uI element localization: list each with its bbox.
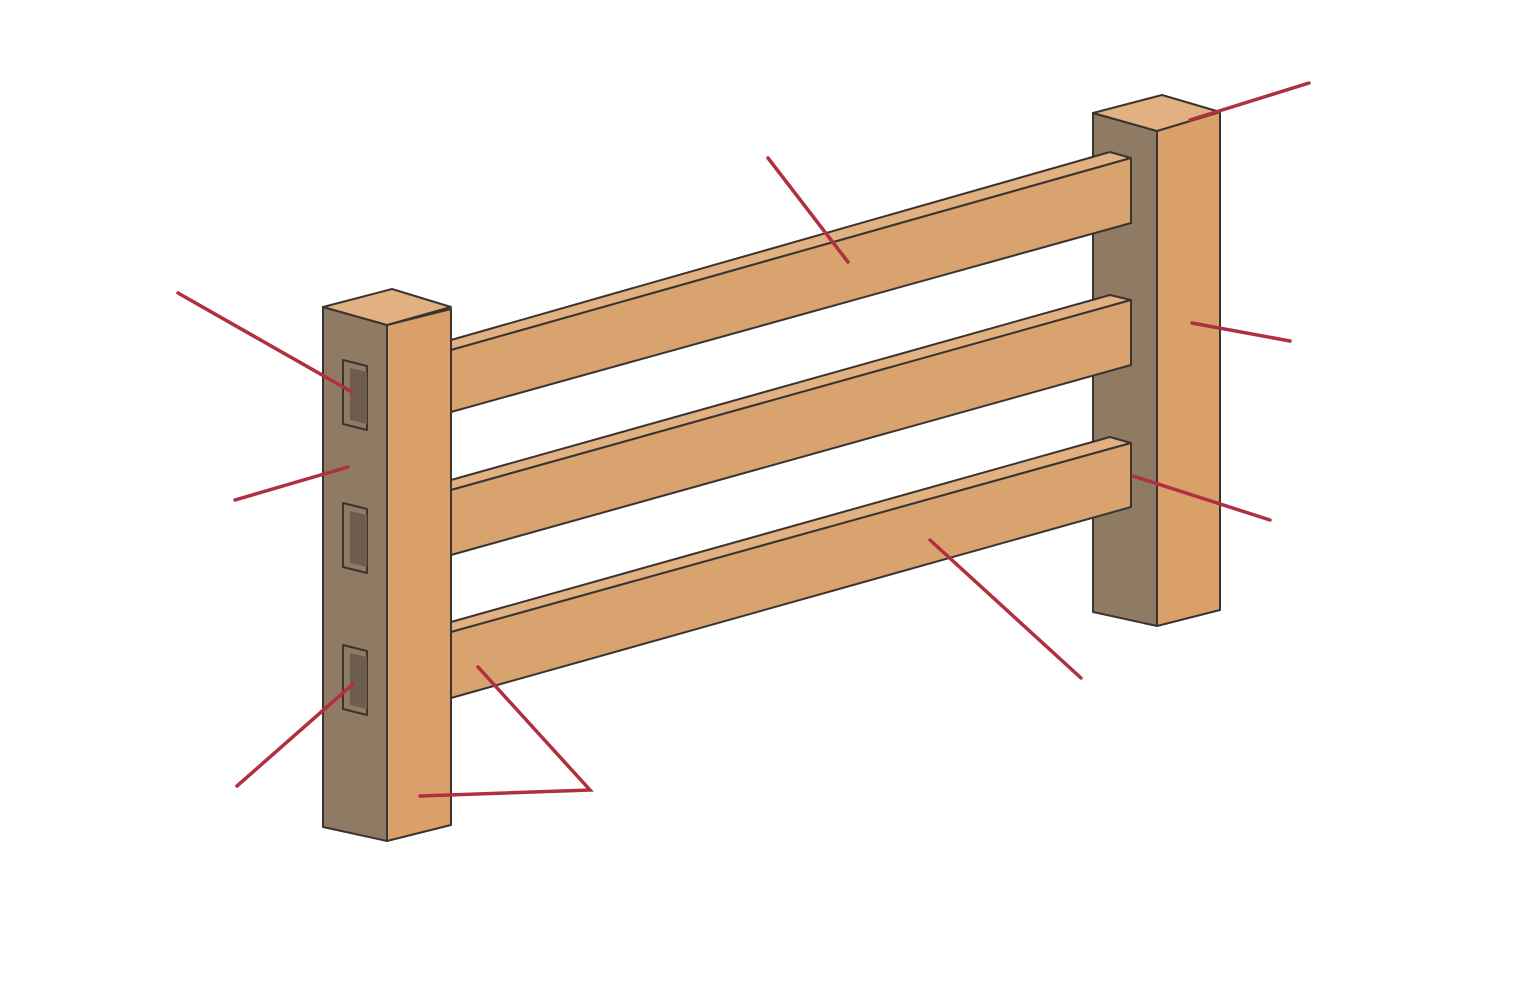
leader-line-bottom-rail — [928, 538, 1083, 680]
leader-line-left-post-side — [233, 465, 350, 502]
left-post — [322, 288, 452, 842]
left-post-front-face — [386, 308, 452, 842]
mortise-bottom — [342, 644, 368, 716]
leader-line-top-rail — [766, 156, 850, 264]
leader-line-rail-end — [1131, 474, 1272, 522]
leader-line-mortise-top — [176, 291, 354, 394]
right-post-front-face — [1156, 111, 1221, 627]
leader-line-post-and-rail — [418, 665, 594, 798]
leader-line-right-post-front — [1190, 321, 1292, 343]
leader-line-mortise-bottom — [235, 682, 355, 788]
callout-leader-lines — [176, 81, 1311, 798]
mortise-middle — [342, 502, 368, 574]
left-post-top — [322, 288, 452, 326]
mortise-top — [342, 359, 368, 431]
bottom-rail — [450, 436, 1132, 699]
leader-line-right-post-top — [1188, 81, 1311, 122]
